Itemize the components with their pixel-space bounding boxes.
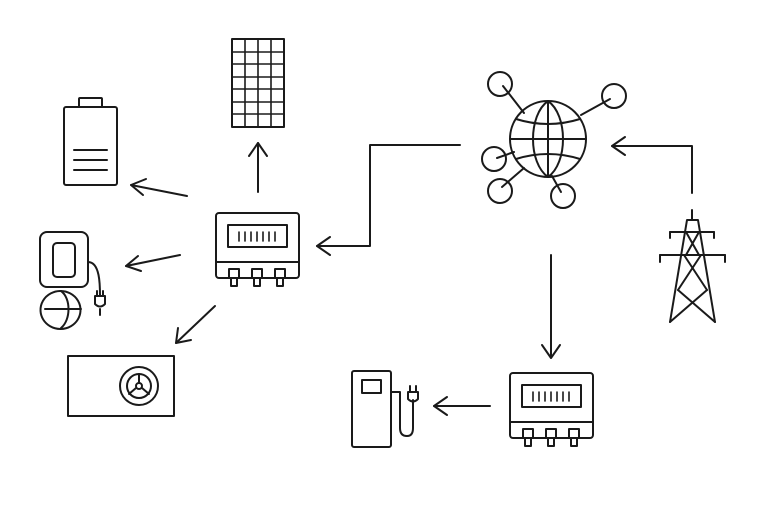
arrow-meter-to-solar	[248, 142, 268, 193]
arrow-meter-to-ev-station	[433, 396, 491, 416]
arrow-meter-to-wallbox	[125, 254, 181, 272]
smart-meter-icon-main	[215, 212, 300, 287]
transmission-tower-icon	[659, 209, 726, 323]
arrow-meter-to-heat-pump	[175, 305, 216, 344]
solar-panel-icon	[231, 38, 285, 128]
arrow-network-to-charger-meter	[541, 254, 561, 359]
arrow-meter-to-battery	[130, 178, 188, 197]
smart-meter-icon-charger	[509, 372, 594, 447]
arrow-network-to-main-meter	[316, 144, 461, 256]
battery-icon	[63, 97, 118, 186]
wall-charger-icon	[39, 231, 106, 330]
connectors	[125, 136, 693, 416]
ev-charging-station-icon	[351, 370, 419, 448]
heat-pump-icon	[67, 355, 175, 417]
globe-network-icon	[481, 71, 627, 209]
arrow-pylon-to-network	[611, 136, 693, 194]
